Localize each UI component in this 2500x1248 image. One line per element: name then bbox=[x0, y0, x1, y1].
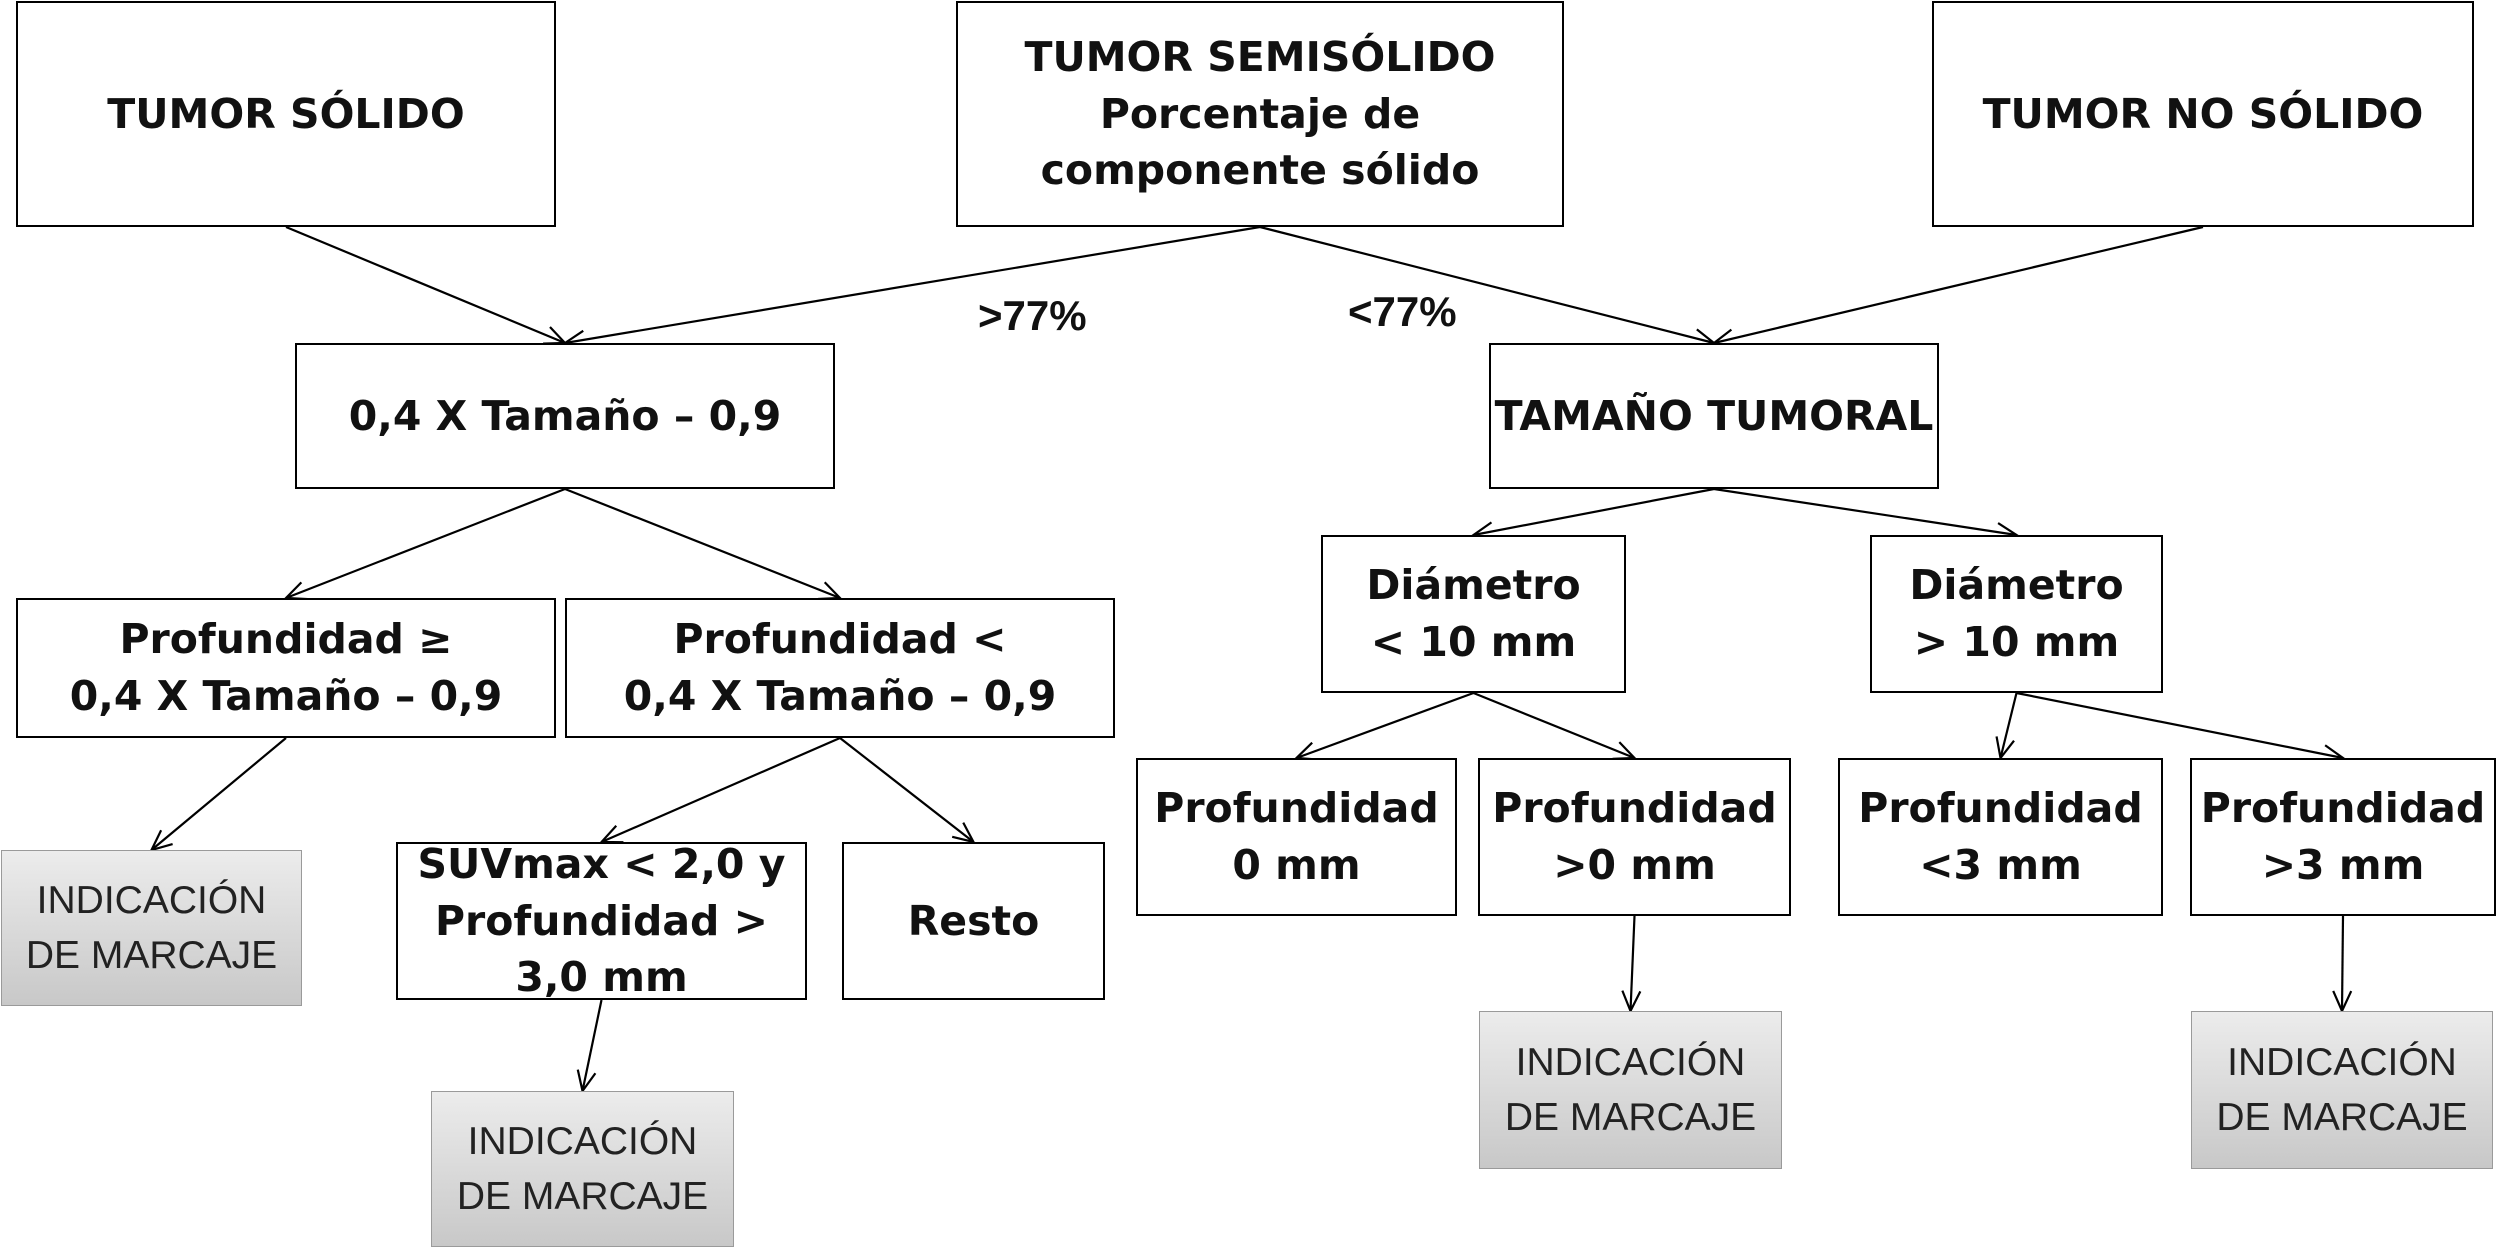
node-profundidad-mayor-0: Profundidad >0 mm bbox=[1478, 758, 1791, 916]
edge-tamano_tumoral-to-diam_lt10 bbox=[1474, 487, 1715, 535]
node-tumor-solido: TUMOR SÓLIDO bbox=[16, 1, 556, 227]
edge-prof_lt-to-suvmax bbox=[602, 736, 841, 842]
edge-prof_lt-to-resto bbox=[839, 737, 974, 842]
edge-tumor_no_solido-to-tamano_tumoral bbox=[1714, 225, 2204, 343]
edge-tamano_tumoral-to-diam_gt10 bbox=[1713, 487, 2017, 535]
edge-diam_gt10-to-prof_gt3 bbox=[2016, 691, 2344, 758]
edge-prof_ge-to-indicacion_1 bbox=[152, 737, 287, 850]
edge-label-lt77: <77% bbox=[1348, 288, 1457, 335]
node-indicacion-marcaje-2: INDICACIÓN DE MARCAJE bbox=[431, 1091, 734, 1247]
node-tumor-semisolido: TUMOR SEMISÓLIDO Porcentaje de component… bbox=[956, 1, 1564, 227]
node-tumor-no-solido: TUMOR NO SÓLIDO bbox=[1932, 1, 2474, 227]
node-profundidad-mayor-igual: Profundidad ≥ 0,4 X Tamaño – 0,9 bbox=[16, 598, 556, 738]
node-profundidad-menor: Profundidad < 0,4 X Tamaño – 0,9 bbox=[565, 598, 1115, 738]
edge-formula-to-prof_ge bbox=[286, 487, 566, 598]
node-resto: Resto bbox=[842, 842, 1105, 1000]
node-suvmax: SUVmax < 2,0 y Profundidad > 3,0 mm bbox=[396, 840, 807, 1001]
edge-diam_lt10-to-prof_gt0 bbox=[1473, 691, 1635, 758]
node-diametro-mayor-10: Diámetro > 10 mm bbox=[1870, 535, 2163, 693]
node-formula: 0,4 X Tamaño – 0,9 bbox=[295, 343, 835, 489]
edge-tumor_semisolido-to-tamano_tumoral bbox=[1259, 225, 1714, 343]
node-profundidad-0: Profundidad 0 mm bbox=[1136, 758, 1457, 916]
node-indicacion-marcaje-4: INDICACIÓN DE MARCAJE bbox=[2191, 1011, 2493, 1169]
edge-tumor_solido-to-formula bbox=[285, 225, 565, 343]
edge-suvmax-to-indicacion_2 bbox=[583, 999, 603, 1091]
node-indicacion-marcaje-1: INDICACIÓN DE MARCAJE bbox=[1, 850, 302, 1006]
node-diametro-menor-10: Diámetro < 10 mm bbox=[1321, 535, 1626, 693]
edge-diam_gt10-to-prof_lt3 bbox=[2001, 692, 2018, 758]
edge-formula-to-prof_lt bbox=[564, 487, 840, 598]
node-profundidad-menor-3: Profundidad <3 mm bbox=[1838, 758, 2163, 916]
node-tamano-tumoral: TAMAÑO TUMORAL bbox=[1489, 343, 1939, 489]
edge-tumor_semisolido-to-formula bbox=[565, 225, 1261, 343]
edge-prof_gt0-to-indicacion_3 bbox=[1631, 915, 1635, 1011]
edge-diam_lt10-to-prof_0 bbox=[1297, 691, 1474, 758]
node-profundidad-mayor-3: Profundidad >3 mm bbox=[2190, 758, 2496, 916]
node-indicacion-marcaje-3: INDICACIÓN DE MARCAJE bbox=[1479, 1011, 1782, 1169]
edge-prof_gt3-to-indicacion_4 bbox=[2342, 915, 2343, 1011]
edge-label-gt77: >77% bbox=[978, 292, 1087, 339]
